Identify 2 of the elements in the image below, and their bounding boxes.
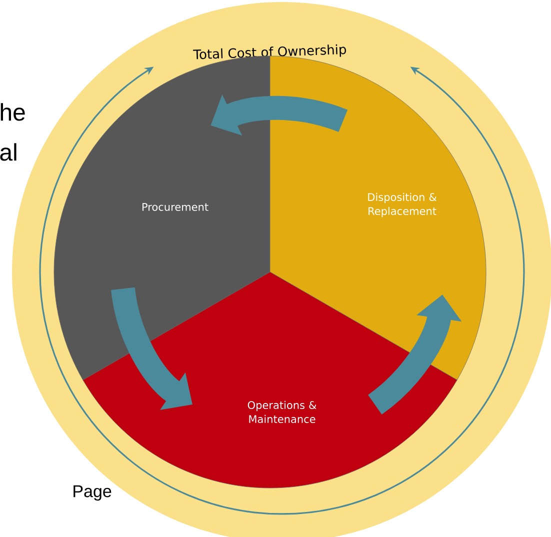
pie-sector: Operations & Maintenance: [82, 272, 458, 488]
pie-sector: Disposition & Replacement: [270, 56, 486, 380]
